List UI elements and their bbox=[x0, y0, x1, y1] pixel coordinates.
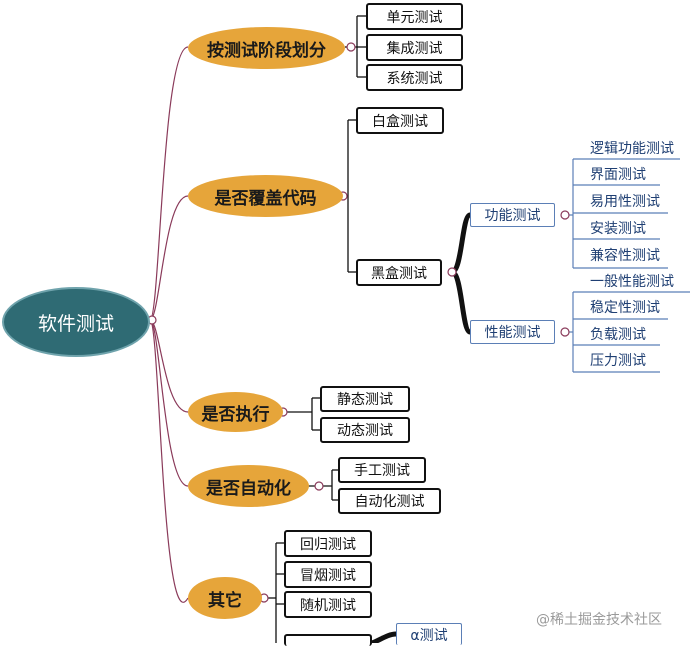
category-stage[interactable]: 按测试阶段划分 bbox=[188, 27, 345, 69]
item-stress-test[interactable]: 压力测试 bbox=[590, 353, 646, 369]
item-load-test[interactable]: 负载测试 bbox=[590, 327, 646, 343]
category-automation[interactable]: 是否自动化 bbox=[188, 465, 309, 507]
item-static-test[interactable]: 静态测试 bbox=[320, 386, 410, 412]
category-execute[interactable]: 是否执行 bbox=[188, 392, 283, 432]
item-compatibility-test[interactable]: 兼容性测试 bbox=[590, 248, 660, 264]
item-ui-test[interactable]: 界面测试 bbox=[590, 167, 646, 183]
item-integration-test[interactable]: 集成测试 bbox=[366, 34, 463, 61]
item-alpha-test[interactable]: α测试 bbox=[396, 623, 462, 645]
category-coverage[interactable]: 是否覆盖代码 bbox=[188, 175, 343, 217]
item-manual-test[interactable]: 手工测试 bbox=[338, 457, 426, 483]
item-random-test[interactable]: 随机测试 bbox=[284, 591, 372, 618]
category-other[interactable]: 其它 bbox=[188, 577, 262, 619]
item-general-performance-test[interactable]: 一般性能测试 bbox=[590, 274, 674, 290]
item-regression-test[interactable]: 回归测试 bbox=[284, 530, 372, 557]
item-usability-test[interactable]: 易用性测试 bbox=[590, 194, 660, 210]
item-automated-test[interactable]: 自动化测试 bbox=[338, 488, 441, 514]
item-dynamic-test[interactable]: 动态测试 bbox=[320, 417, 410, 443]
item-performance-test[interactable]: 性能测试 bbox=[470, 320, 555, 344]
item-logic-function-test[interactable]: 逻辑功能测试 bbox=[590, 141, 674, 157]
item-functional-test[interactable]: 功能测试 bbox=[470, 203, 555, 227]
item-install-test[interactable]: 安装测试 bbox=[590, 221, 646, 237]
item-unit-test[interactable]: 单元测试 bbox=[366, 3, 463, 30]
item-white-box-test[interactable]: 白盒测试 bbox=[356, 107, 444, 134]
watermark: @稀土掘金技术社区 bbox=[536, 612, 662, 628]
item-black-box-test[interactable]: 黑盒测试 bbox=[356, 259, 442, 286]
item-smoke-test[interactable]: 冒烟测试 bbox=[284, 561, 372, 588]
item-stability-test[interactable]: 稳定性测试 bbox=[590, 300, 660, 316]
item-other-partial bbox=[284, 634, 372, 646]
root-node[interactable]: 软件测试 bbox=[2, 287, 150, 357]
item-system-test[interactable]: 系统测试 bbox=[366, 64, 463, 91]
